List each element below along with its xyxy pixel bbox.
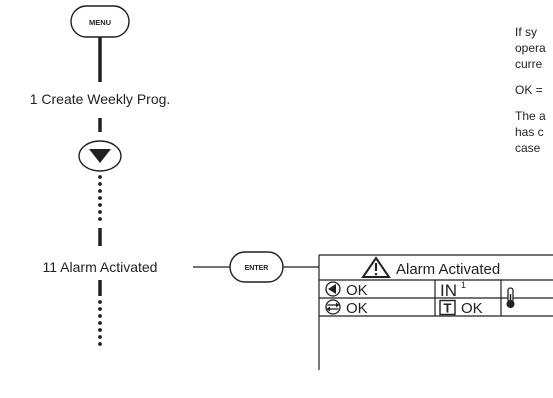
description-line: has c [515,125,544,139]
enter-button-label: ENTER [245,265,269,272]
description-line: case [515,141,541,155]
enter-button[interactable]: ENTER [229,251,284,283]
description-line: If sy [515,25,537,39]
row2-ok: OK [346,300,368,317]
display-title: Alarm Activated [396,261,500,278]
warning-icon [361,256,391,278]
row1-ok: OK [346,282,368,299]
input-label: IN [440,281,457,300]
dotted-connector [98,300,102,346]
down-arrow-button[interactable] [78,140,122,172]
timer-letter: T [444,301,452,316]
row2-t-ok: OK [461,300,483,317]
thermometer-icon [506,287,515,308]
description-line: opera [515,41,546,55]
menu-button[interactable]: MENU [70,5,130,38]
step-11-label: 11 Alarm Activated [43,259,158,275]
input-superscript: 1 [461,280,466,290]
down-arrow-icon [89,149,111,163]
step-1-label: 1 Create Weekly Prog. [30,91,171,107]
description-line: OK = [515,83,543,97]
display-screen: Alarm Activated OK IN 1 OK T OK [318,254,553,370]
exchange-icon [325,299,341,315]
dotted-connector [98,175,102,221]
speaker-icon [325,281,341,297]
menu-button-label: MENU [89,18,111,27]
description-line: curre [515,57,543,71]
description-text: If sy opera curre OK = The a has c case [515,25,546,155]
timer-icon: T [439,299,456,316]
description-line: The a [515,109,546,123]
